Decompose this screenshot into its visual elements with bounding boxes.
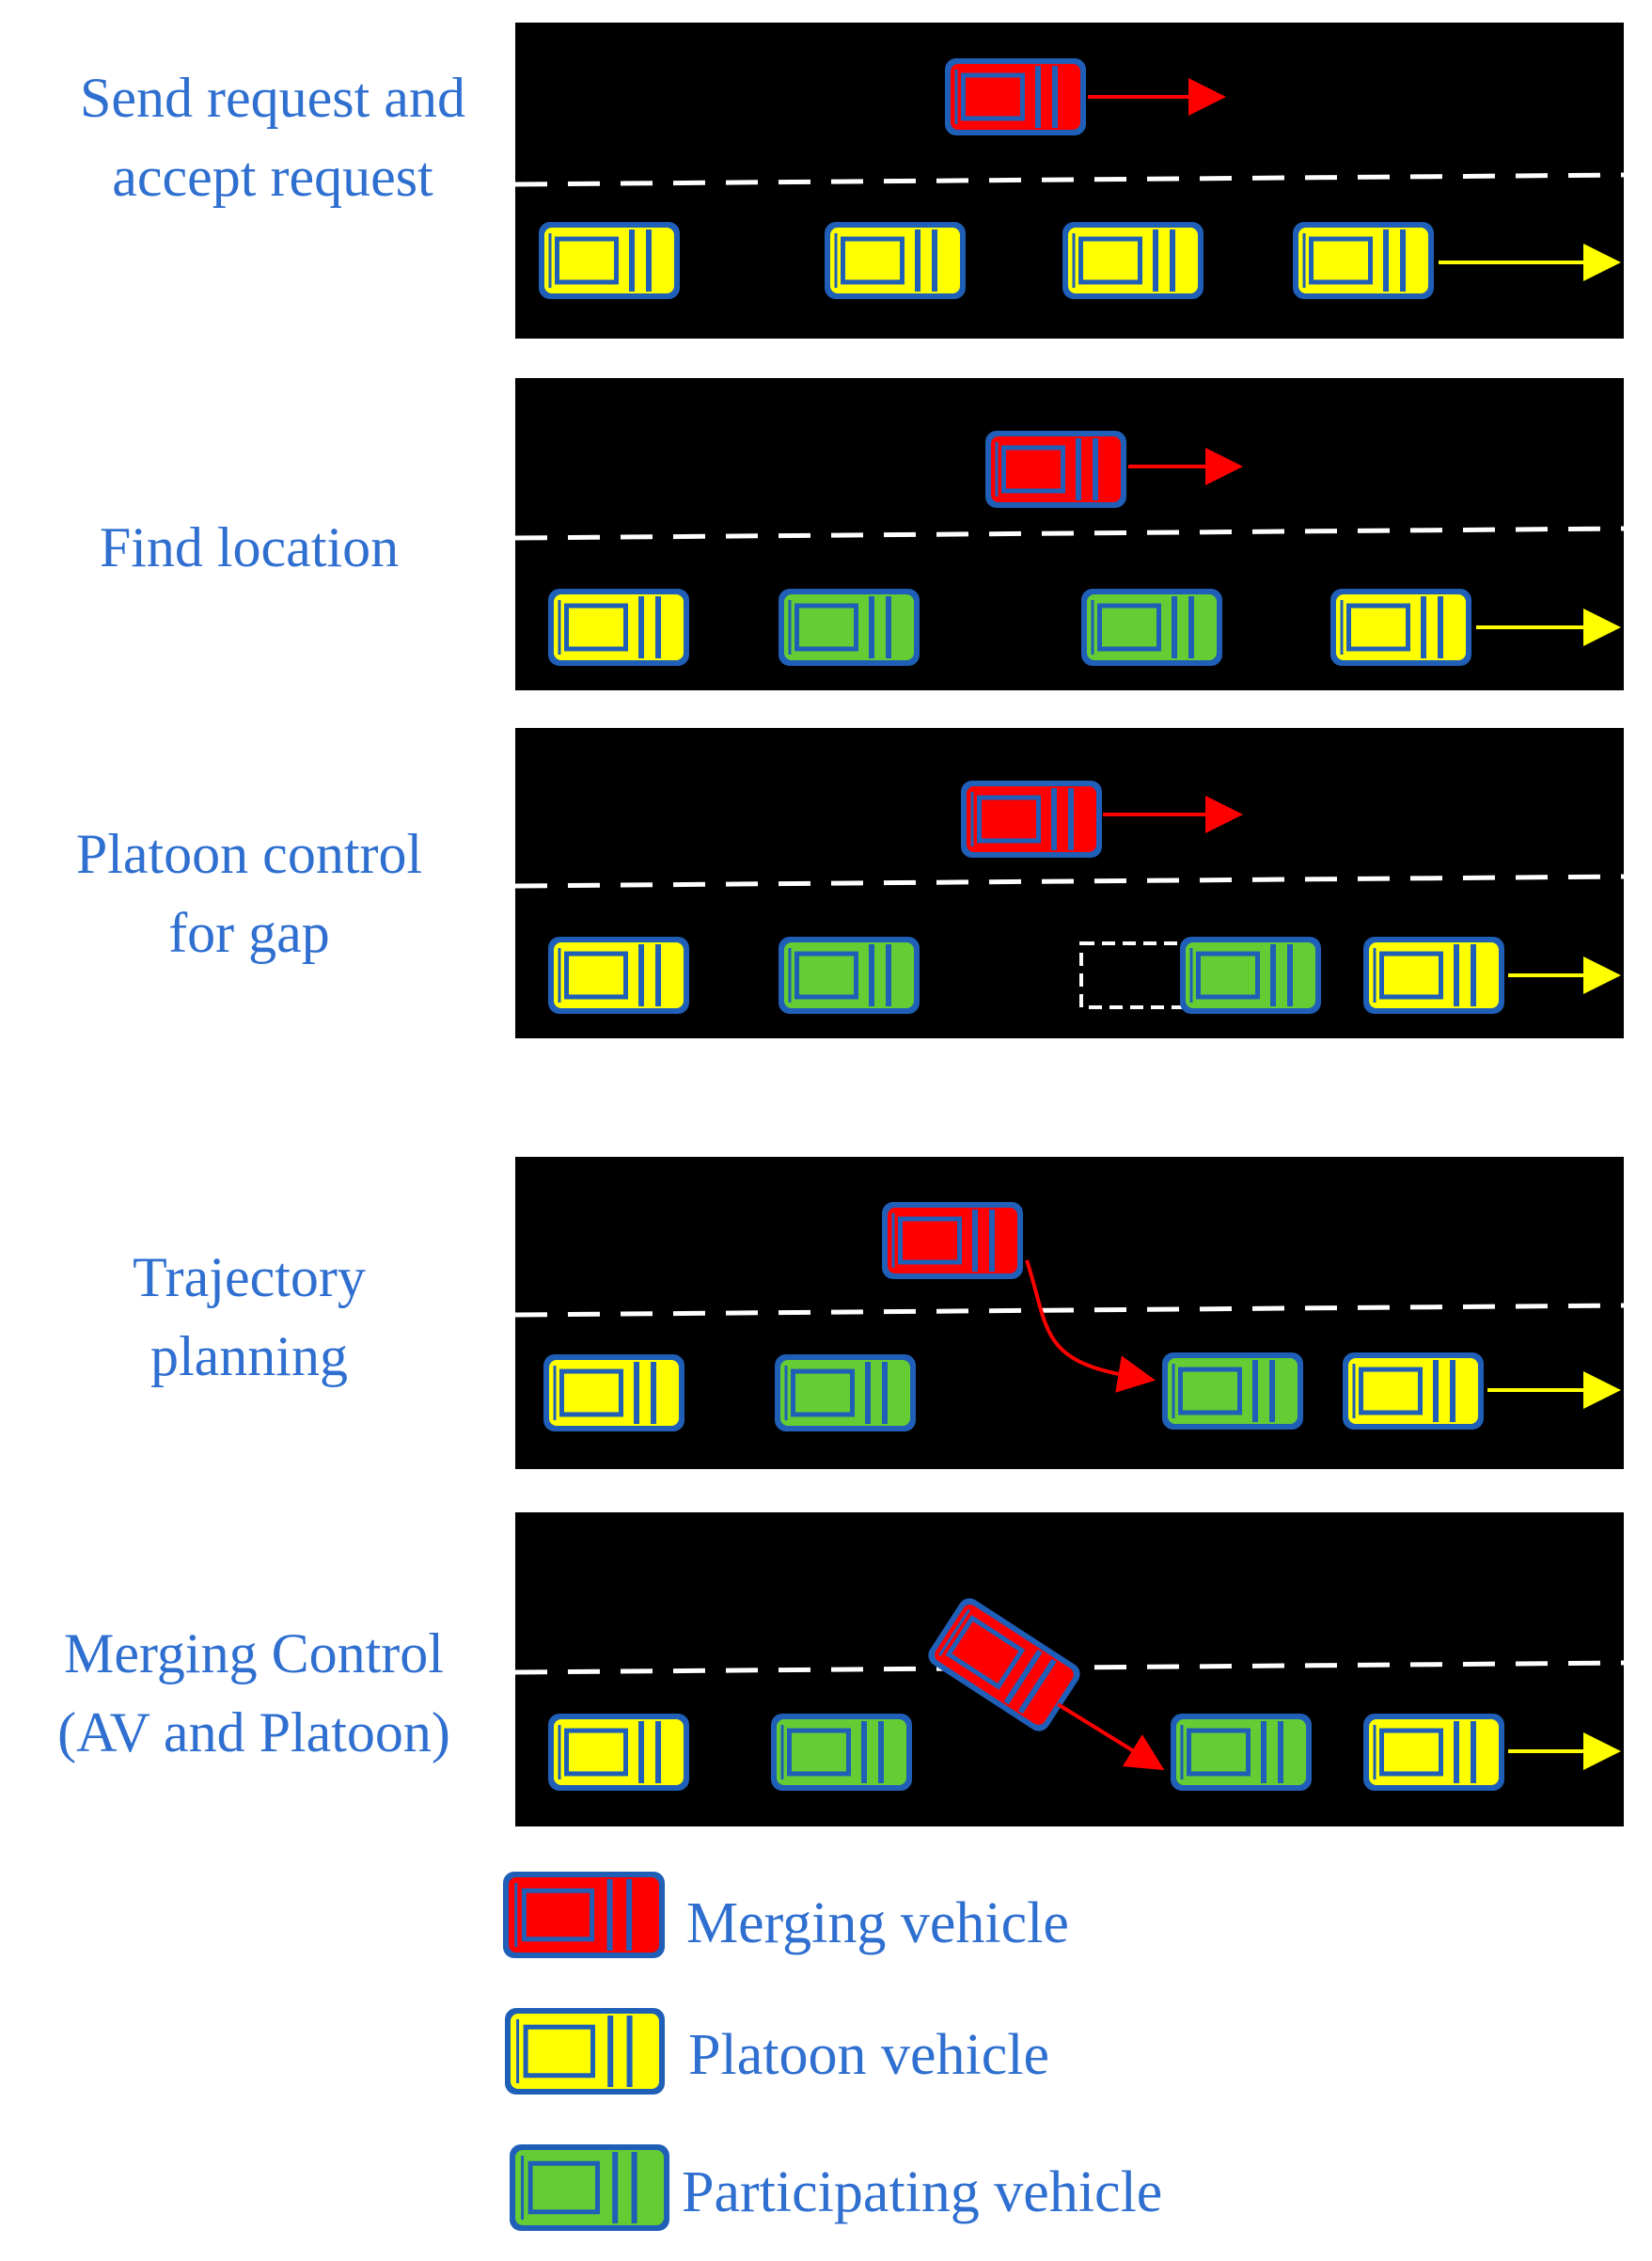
stage-label-merging-control-line2: (AV and Platoon): [57, 1701, 450, 1763]
road-scene-2-lane-marking: [514, 526, 1625, 541]
platoon-vehicle: [1330, 589, 1471, 666]
participating-vehicle: [1081, 589, 1222, 666]
stage-label-merging-control-line1: Merging Control: [64, 1622, 444, 1684]
stage-label-request-line1: Send request and: [80, 67, 465, 129]
legend-participating-icon: [510, 2144, 669, 2231]
legend-merging-icon: [503, 1872, 665, 1958]
platoon-vehicle: [1363, 937, 1504, 1014]
stage-label-request-line2: accept request: [112, 146, 433, 208]
road-scene-3-lane-marking: [514, 874, 1625, 889]
participating-vehicle: [1171, 1714, 1312, 1791]
stage-label-trajectory-line1: Trajectory: [133, 1246, 366, 1308]
platoon-vehicle: [1062, 222, 1204, 299]
trajectory-arrow: [1025, 1259, 1156, 1393]
platoon-vehicle: [539, 222, 680, 299]
stage-label-platoon-gap: Platoon control for gap: [0, 814, 498, 972]
merging-vehicle: [961, 781, 1102, 858]
legend: [503, 1872, 669, 2231]
participating-vehicle: [771, 1714, 912, 1791]
stage-label-trajectory-line2: planning: [150, 1325, 348, 1387]
platoon-vehicle: [548, 1714, 689, 1791]
platoon-vehicle: [543, 1354, 684, 1431]
merging-vehicle: [945, 58, 1086, 135]
stage-label-find-location-line1: Find location: [99, 516, 400, 578]
stage-label-trajectory: Trajectory planning: [0, 1238, 498, 1396]
legend-platoon-icon: [505, 2008, 665, 2095]
merging-vehicle: [882, 1202, 1023, 1279]
platoon-vehicle: [548, 589, 689, 666]
merging-vehicle: [928, 1598, 1080, 1731]
platoon-vehicle: [1363, 1714, 1504, 1791]
legend-label-merging: Merging vehicle: [686, 1891, 1069, 1955]
road-scene-4-lane-marking: [514, 1303, 1625, 1318]
platoon-vehicle: [825, 222, 966, 299]
stage-label-find-location: Find location: [0, 508, 498, 587]
stage-label-platoon-gap-line1: Platoon control: [75, 823, 423, 885]
stage-label-merging-control: Merging Control (AV and Platoon): [0, 1614, 508, 1772]
stage-label-platoon-gap-line2: for gap: [168, 902, 330, 964]
participating-vehicle: [775, 1354, 916, 1431]
participating-vehicle: [779, 937, 920, 1014]
legend-label-platoon: Platoon vehicle: [688, 2023, 1049, 2087]
platoon-vehicle: [1293, 222, 1434, 299]
participating-vehicle: [1162, 1352, 1303, 1430]
merging-vehicle-rotated: [928, 1598, 1080, 1731]
participating-vehicle: [779, 589, 920, 666]
platoon-vehicle: [1343, 1352, 1484, 1430]
legend-label-participating: Participating vehicle: [682, 2160, 1163, 2224]
participating-vehicle: [1180, 937, 1321, 1014]
road-scene-1-lane-marking: [514, 172, 1625, 187]
merging-direction-arrow: [1056, 1702, 1165, 1771]
platoon-vehicle: [548, 937, 689, 1014]
merging-vehicle: [985, 431, 1126, 508]
stage-label-request: Send request and accept request: [19, 58, 527, 216]
